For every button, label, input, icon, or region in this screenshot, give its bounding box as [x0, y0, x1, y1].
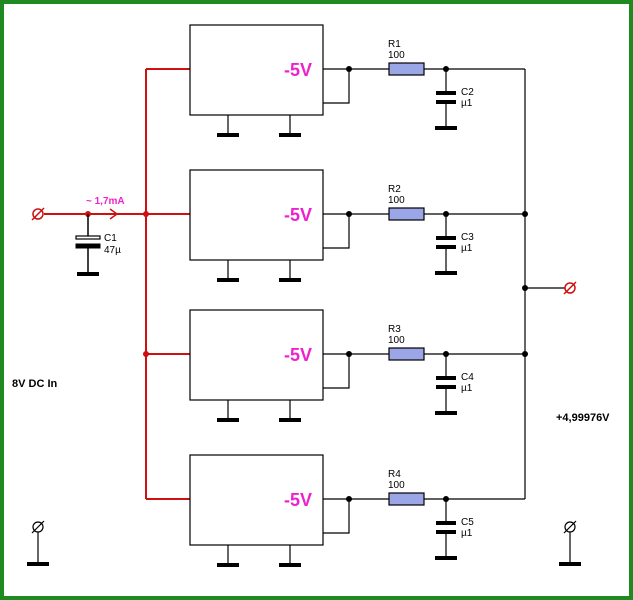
capacitor-value: µ1: [461, 528, 473, 539]
capacitor-name: C5: [461, 517, 474, 528]
junction-dot: [522, 285, 528, 291]
resistor-name: R2: [388, 184, 401, 195]
capacitor-value: µ1: [461, 98, 473, 109]
regulator-label: -5V: [284, 490, 312, 510]
sense-wire: [323, 214, 350, 249]
capacitor-name: C2: [461, 87, 474, 98]
ground-symbol: [279, 418, 301, 422]
input-current-label: ~ 1,7mA: [86, 196, 125, 207]
regulator-box: [189, 309, 324, 401]
resistor-name: R4: [388, 469, 401, 480]
capacitor-plate: [436, 100, 456, 104]
junction-dot: [522, 351, 528, 357]
ground-symbol: [217, 133, 239, 137]
capacitor-name: C4: [461, 372, 474, 383]
capacitor-plate: [436, 236, 456, 240]
ground-symbol: [217, 278, 239, 282]
regulator-box: [189, 169, 324, 261]
capacitor-value: µ1: [461, 383, 473, 394]
capacitor-c1-name: C1: [104, 233, 117, 244]
input-voltage-label: 8V DC In: [12, 378, 58, 390]
ground-symbol: [435, 411, 457, 415]
junction-dot: [346, 351, 352, 357]
ground-terminal-right[interactable]: [563, 520, 577, 562]
resistor: [388, 492, 425, 506]
resistor: [388, 62, 425, 76]
resistor-name: R1: [388, 39, 401, 50]
regulator-label: -5V: [284, 345, 312, 365]
resistor: [388, 347, 425, 361]
junction-dot: [346, 211, 352, 217]
ground-symbol: [435, 126, 457, 130]
junction-dot: [522, 211, 528, 217]
regulator-label: -5V: [284, 60, 312, 80]
ground-symbol: [279, 133, 301, 137]
ground-terminal-left[interactable]: [31, 520, 45, 562]
input-terminal[interactable]: [31, 207, 45, 221]
regulator-box: [189, 24, 324, 116]
capacitor-name: C3: [461, 232, 474, 243]
capacitor-plate: [436, 521, 456, 525]
output-voltage-label: +4,99976V: [556, 412, 610, 424]
capacitor-c1: [75, 214, 101, 276]
junction-dot: [143, 211, 149, 217]
resistor-value: 100: [388, 195, 405, 206]
regulator-box: [189, 454, 324, 546]
capacitor-plate: [436, 91, 456, 95]
sense-wire: [323, 499, 350, 534]
capacitor-c1-value: 47µ: [104, 245, 121, 256]
resistor-value: 100: [388, 335, 405, 346]
junction-dot: [346, 66, 352, 72]
input-section: [44, 68, 190, 500]
ground-symbol: [217, 418, 239, 422]
junction-dot: [346, 496, 352, 502]
capacitor-plate: [436, 245, 456, 249]
capacitor-value: µ1: [461, 243, 473, 254]
current-arrow-icon: [109, 208, 119, 220]
resistor-value: 100: [388, 480, 405, 491]
ground-symbol: [279, 278, 301, 282]
ground-symbol: [435, 556, 457, 560]
output-terminal[interactable]: [563, 281, 577, 295]
output-bus: [524, 69, 565, 499]
ground-symbol: [217, 563, 239, 567]
ground-symbol: [27, 562, 49, 566]
sense-wire: [323, 354, 350, 389]
resistor: [388, 207, 425, 221]
resistor-value: 100: [388, 50, 405, 61]
resistor-name: R3: [388, 324, 401, 335]
regulator-label: -5V: [284, 205, 312, 225]
ground-symbol: [559, 562, 581, 566]
ground-symbol: [279, 563, 301, 567]
capacitor-plate: [436, 385, 456, 389]
junction-dot: [143, 351, 149, 357]
capacitor-plate: [436, 530, 456, 534]
capacitor-plate: [436, 376, 456, 380]
sense-wire: [323, 69, 350, 104]
ground-symbol: [435, 271, 457, 275]
